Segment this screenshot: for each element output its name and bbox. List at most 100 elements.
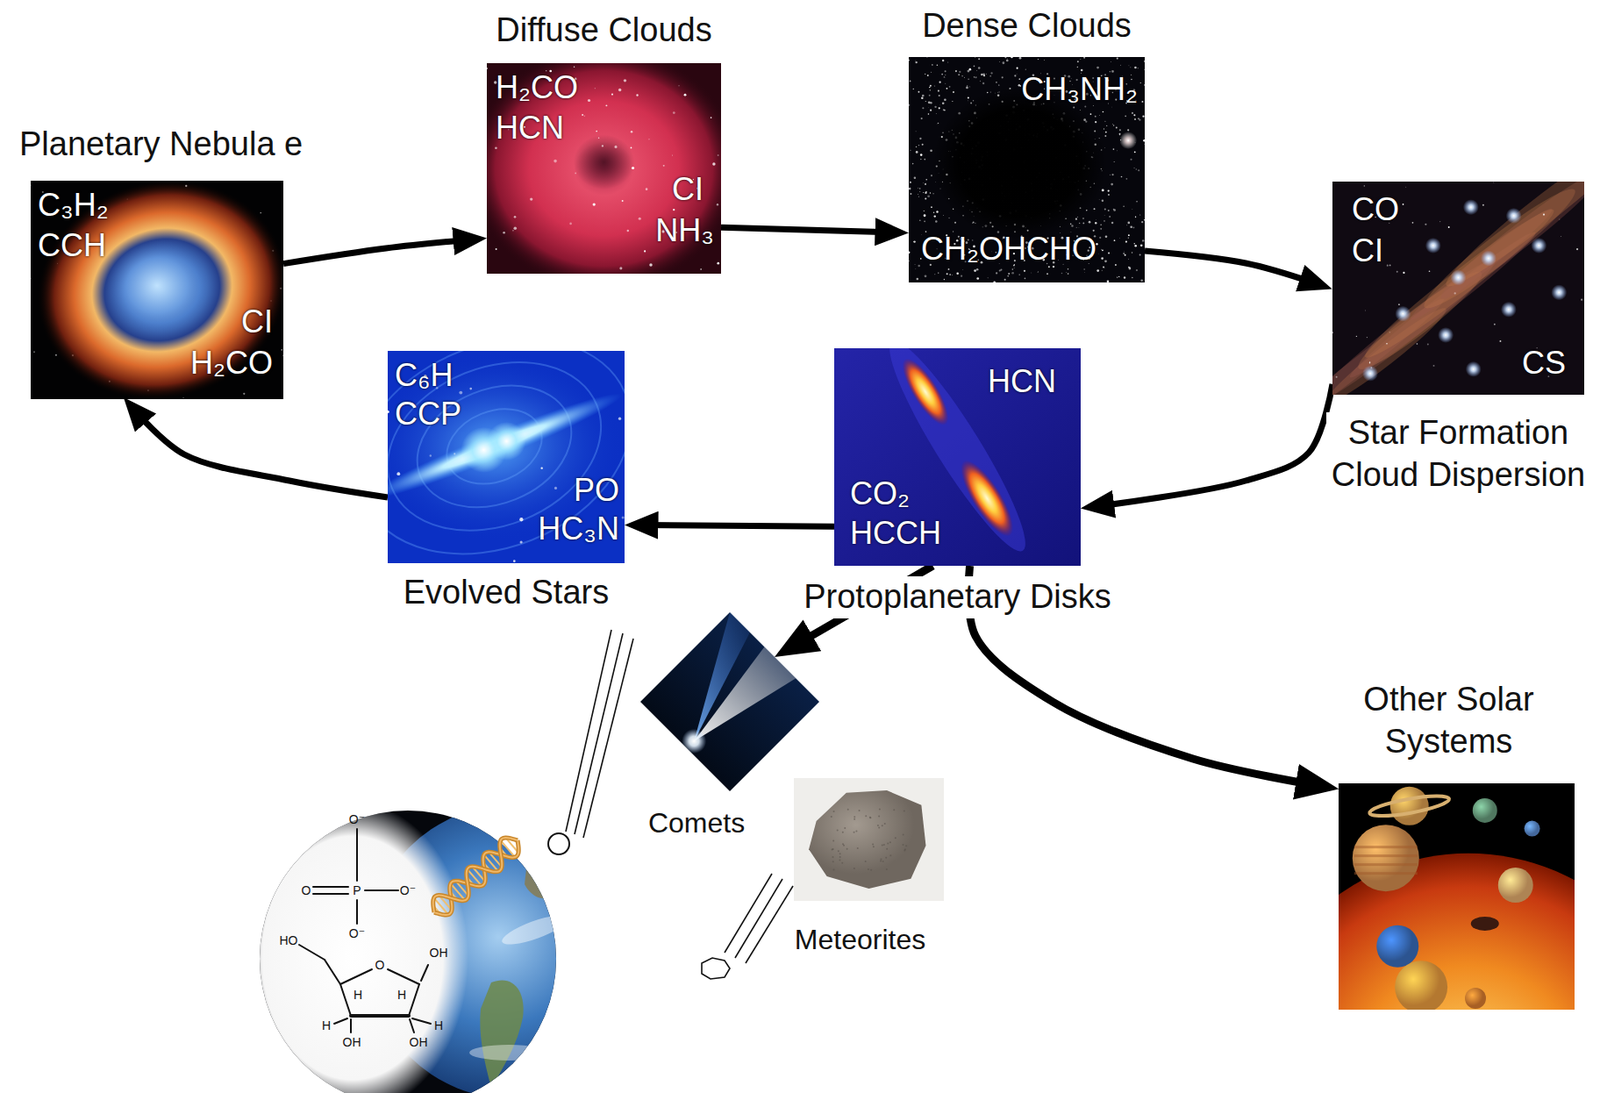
art-circle bbox=[917, 187, 919, 189]
art-circle bbox=[512, 229, 515, 232]
art-circle bbox=[853, 818, 856, 821]
art-circle bbox=[614, 145, 618, 149]
art-circle bbox=[955, 70, 958, 72]
art-circle bbox=[999, 60, 1001, 63]
art-circle bbox=[1113, 148, 1115, 150]
art-circle bbox=[939, 104, 942, 107]
art-line bbox=[421, 964, 429, 981]
art-circle bbox=[1433, 364, 1436, 367]
art-circle bbox=[923, 220, 926, 222]
art-circle bbox=[1500, 301, 1517, 318]
art-circle bbox=[1119, 131, 1137, 150]
art-circle bbox=[935, 210, 938, 213]
art-circle bbox=[1018, 78, 1021, 80]
art-circle bbox=[930, 206, 933, 208]
art-g bbox=[830, 808, 908, 872]
art-circle bbox=[1560, 235, 1563, 237]
art-circle bbox=[1001, 76, 1004, 79]
art-circle bbox=[1464, 987, 1486, 1009]
art-line bbox=[409, 1019, 415, 1033]
art-circle bbox=[630, 147, 633, 150]
art-line bbox=[356, 900, 358, 924]
art-circle bbox=[1121, 176, 1123, 179]
art-circle bbox=[923, 158, 926, 161]
art-circle bbox=[1332, 331, 1334, 334]
art-circle bbox=[833, 810, 836, 813]
flow-arrow bbox=[643, 525, 835, 528]
art-circle bbox=[881, 824, 884, 827]
art-circle bbox=[928, 94, 931, 97]
art-circle bbox=[914, 263, 916, 265]
art-circle bbox=[881, 843, 884, 846]
art-circle bbox=[1111, 70, 1115, 73]
art-circle bbox=[1019, 57, 1022, 60]
art-ellipse bbox=[951, 453, 1022, 543]
art-circle bbox=[883, 843, 886, 846]
art-path bbox=[433, 837, 518, 913]
art-circle bbox=[1019, 273, 1021, 275]
art-rect bbox=[908, 57, 1145, 283]
art-circle bbox=[1137, 169, 1140, 172]
art-circle bbox=[830, 815, 833, 818]
art-circle bbox=[944, 70, 947, 72]
molecule-label: HCN bbox=[495, 112, 565, 144]
art-circle bbox=[846, 848, 849, 850]
art-circle bbox=[1131, 208, 1134, 211]
art-circle bbox=[648, 138, 650, 140]
art-circle bbox=[1101, 270, 1103, 272]
art-circle bbox=[894, 836, 897, 839]
art-circle bbox=[1134, 244, 1136, 247]
art-circle bbox=[1394, 306, 1411, 322]
art-circle bbox=[934, 106, 936, 108]
art-circle bbox=[908, 259, 910, 262]
molecule-label: CO₂ bbox=[850, 478, 910, 510]
art-circle bbox=[1043, 59, 1046, 62]
art-circle bbox=[1126, 178, 1129, 180]
art-circle bbox=[182, 397, 184, 399]
atom-label: P bbox=[352, 884, 361, 897]
art-circle bbox=[1103, 128, 1105, 129]
art-circle bbox=[594, 87, 596, 89]
art-circle bbox=[990, 71, 993, 74]
art-circle bbox=[1122, 250, 1125, 253]
art-circle bbox=[908, 250, 910, 254]
art-circle bbox=[1011, 268, 1014, 271]
art-circle bbox=[878, 808, 881, 811]
art-circle bbox=[1110, 183, 1114, 186]
art-circle bbox=[901, 843, 904, 846]
art-circle bbox=[1077, 60, 1079, 63]
art-circle bbox=[838, 859, 841, 862]
art-circle bbox=[1450, 269, 1467, 286]
art-circle bbox=[1108, 215, 1111, 218]
art-circle bbox=[1126, 224, 1129, 227]
art-circle bbox=[942, 101, 945, 105]
art-circle bbox=[974, 57, 977, 58]
art-circle bbox=[1119, 133, 1122, 136]
art-circle bbox=[1125, 240, 1128, 243]
art-circle bbox=[905, 844, 908, 847]
art-circle bbox=[989, 75, 992, 78]
node-heading: Evolved Stars bbox=[400, 571, 612, 615]
art-circle bbox=[921, 107, 924, 109]
art-circle bbox=[1356, 335, 1358, 337]
art-circle bbox=[1465, 361, 1482, 378]
art-circle bbox=[929, 192, 931, 193]
molecule-label: NH₃ bbox=[655, 214, 715, 247]
art-circle bbox=[944, 82, 947, 85]
art-circle bbox=[980, 73, 984, 77]
art-circle bbox=[1143, 143, 1145, 145]
art-circle bbox=[1118, 276, 1120, 278]
node-heading: Protoplanetary Disks bbox=[800, 576, 1115, 619]
art-circle bbox=[978, 79, 981, 82]
art-circle bbox=[1362, 365, 1379, 382]
art-circle bbox=[935, 113, 937, 115]
art-path bbox=[433, 837, 518, 913]
art-circle bbox=[1004, 278, 1007, 281]
art-circle bbox=[387, 410, 390, 414]
art-ellipse bbox=[387, 383, 625, 510]
node-illustration bbox=[793, 778, 944, 901]
molecule-label: C₆H bbox=[394, 359, 454, 392]
art-circle bbox=[877, 824, 879, 827]
art-circle bbox=[1402, 271, 1405, 274]
